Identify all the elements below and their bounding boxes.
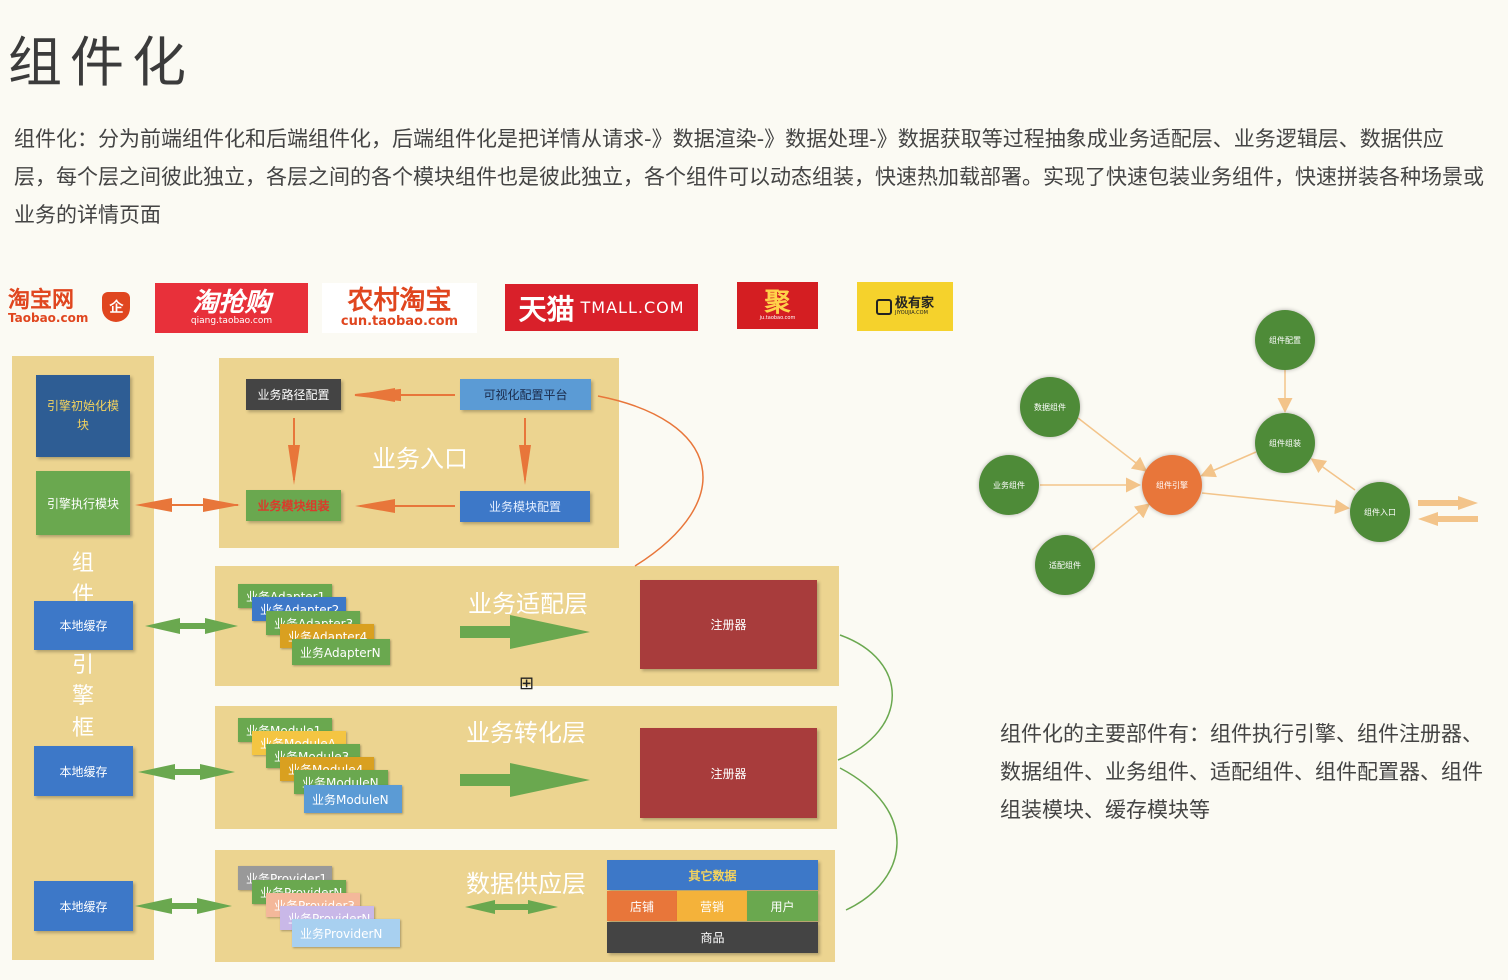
tmall-logo[interactable]: 天猫 TMALL.COM: [505, 284, 698, 331]
ju-logo[interactable]: 聚 ju.taobao.com: [737, 282, 818, 329]
vertical-char-1: 组: [72, 550, 95, 575]
adapter-layer-label: 业务适配层: [468, 590, 588, 618]
vertical-char-4: 擎: [72, 683, 95, 708]
cache-arrow-3: [135, 898, 232, 914]
graph-in-arrow: [1418, 512, 1478, 526]
biz-module-config[interactable]: 业务模块配置: [460, 491, 590, 522]
arrow-head-2: [355, 499, 395, 513]
node-component-config[interactable]: 组件配置: [1255, 310, 1315, 370]
qiang-logo-cn: 淘抢购: [192, 287, 271, 318]
user-block[interactable]: 用户: [747, 891, 818, 921]
arrow-head-4: [519, 445, 531, 485]
ju-logo-en: ju.taobao.com: [759, 315, 796, 321]
engine-init-module[interactable]: 引擎初始化模块: [36, 375, 130, 457]
jiyoujia-logo-cn: 极有家: [894, 296, 934, 312]
arrow-head-5: [135, 498, 172, 512]
node-biz-component[interactable]: 业务组件: [979, 455, 1039, 515]
qiang-logo-en: qiang.taobao.com: [190, 315, 273, 326]
arrow-head-1: [355, 388, 395, 402]
visual-config-platform[interactable]: 可视化配置平台: [460, 379, 591, 410]
page-title: 组件化: [8, 31, 194, 94]
shield-icon: 企: [102, 292, 131, 322]
node-component-assemble[interactable]: 组件组装: [1255, 413, 1315, 473]
engine-exec-module[interactable]: 引擎执行模块: [36, 471, 130, 535]
qiang-logo[interactable]: 淘抢购 qiang.taobao.com: [155, 283, 308, 333]
house-icon: [875, 298, 892, 315]
transform-flow-arrow: [460, 763, 590, 797]
biz-module-assembly[interactable]: 业务模块组装: [246, 490, 341, 521]
entry-label: 业务入口: [372, 445, 468, 473]
vertical-char-3: 引: [72, 652, 95, 677]
local-cache-3[interactable]: 本地缓存: [34, 881, 133, 931]
module-card-n[interactable]: 业务ModuleN: [304, 785, 402, 813]
tmall-logo-cn: 天猫: [518, 292, 575, 326]
local-cache-1[interactable]: 本地缓存: [34, 601, 133, 650]
node-data-component[interactable]: 数据组件: [1020, 377, 1080, 437]
taobao-logo-en: Taobao.com: [8, 311, 89, 326]
taobao-logo[interactable]: 淘宝网 Taobao.com 企: [8, 283, 143, 331]
arrow-head-3: [288, 445, 300, 485]
adapter-flow-arrow: [460, 615, 590, 649]
curve-transform-to-supply: [839, 767, 898, 911]
cache-arrow-2: [138, 764, 235, 780]
curve-adapter-to-transform: [837, 634, 893, 761]
expand-icon[interactable]: ⊞: [519, 673, 535, 693]
provider-card-5[interactable]: 业务ProviderN: [292, 919, 400, 947]
biz-path-config[interactable]: 业务路径配置: [246, 379, 341, 410]
node-component-entry[interactable]: 组件入口: [1350, 482, 1410, 542]
tmall-logo-en: TMALL.COM: [580, 298, 685, 317]
supply-flow-arrow: [465, 900, 558, 914]
ju-logo-cn: 聚: [764, 288, 791, 318]
adapter-card-5[interactable]: 业务AdapterN: [292, 639, 390, 665]
shop-block[interactable]: 店铺: [607, 891, 677, 921]
other-data-block[interactable]: 其它数据: [607, 860, 818, 890]
vertical-char-5: 框: [72, 715, 95, 740]
arrow-head-6: [203, 498, 240, 512]
transform-registry[interactable]: 注册器: [640, 728, 817, 818]
graph-out-arrow: [1418, 496, 1478, 510]
cache-arrow-1: [145, 618, 238, 634]
node-adapter-component[interactable]: 适配组件: [1035, 535, 1095, 595]
curve-entry-to-adapter: [597, 395, 704, 567]
taobao-logo-cn: 淘宝网: [8, 288, 75, 314]
vertical-char-2: 件: [72, 582, 95, 607]
supply-layer-label: 数据供应层: [466, 870, 586, 898]
goods-block[interactable]: 商品: [607, 922, 818, 953]
summary-text: 组件化的主要部件有：组件执行引擎、组件注册器、数据组件、业务组件、适配组件、组件…: [1000, 722, 1483, 822]
cun-logo-cn: 农村淘宝: [347, 285, 452, 316]
intro-paragraph: 组件化：分为前端组件化和后端组件化，后端组件化是把详情从请求-》数据渲染-》数据…: [14, 127, 1484, 227]
cun-logo-en: cun.taobao.com: [340, 313, 459, 329]
marketing-block[interactable]: 营销: [677, 891, 747, 921]
adapter-registry[interactable]: 注册器: [640, 580, 817, 669]
jiyoujia-logo[interactable]: 极有家 JIYOUJIA.COM: [857, 282, 953, 331]
local-cache-2[interactable]: 本地缓存: [34, 746, 133, 796]
transform-layer-label: 业务转化层: [466, 719, 586, 747]
cun-taobao-logo[interactable]: 农村淘宝 cun.taobao.com: [322, 283, 477, 333]
node-component-engine[interactable]: 组件引擎: [1142, 455, 1202, 515]
jiyoujia-logo-en: JIYOUJIA.COM: [894, 309, 928, 316]
